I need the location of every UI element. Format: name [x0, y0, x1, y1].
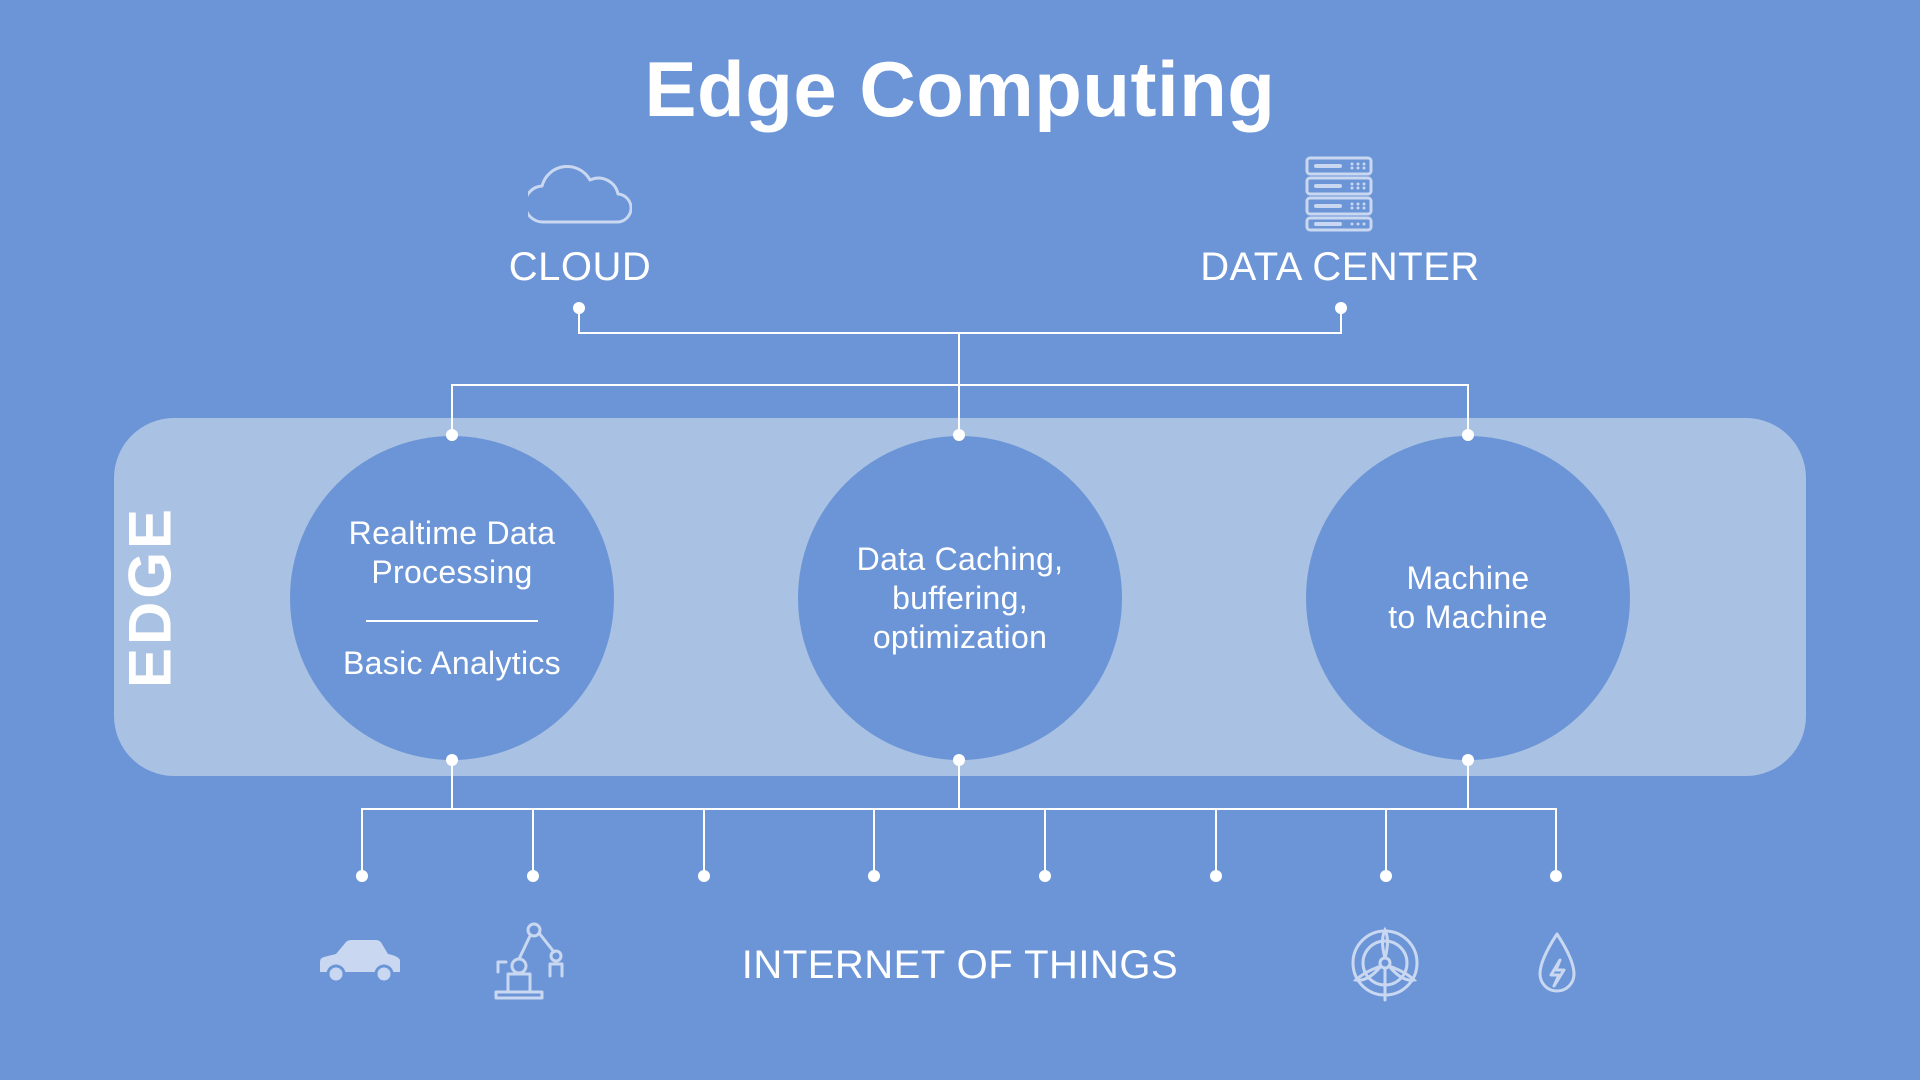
edge-top-dot-2	[953, 429, 965, 441]
device-drops	[532, 809, 1387, 876]
function-divider	[366, 619, 538, 622]
device-dot-7	[1380, 870, 1392, 882]
function-data-caching: Data Caching, buffering, optimization	[798, 436, 1122, 760]
device-dot-4	[868, 870, 880, 882]
function-machine-to-machine: Machine to Machine	[1306, 436, 1630, 760]
edge-top-dot-3	[1462, 429, 1474, 441]
page-title: Edge Computing	[644, 45, 1276, 133]
function-realtime-processing: Realtime Data Processing Basic Analytics	[290, 436, 614, 760]
device-dot-8	[1550, 870, 1562, 882]
function-m2m-line-2: to Machine	[1388, 599, 1548, 635]
function-data-caching-line-1: Data Caching,	[856, 540, 1064, 577]
function-m2m-line-1: Machine	[1406, 560, 1530, 596]
server-rack-icon	[1305, 156, 1373, 232]
edge-bottom-dot-1	[446, 754, 458, 766]
cloud-icon	[528, 164, 632, 224]
function-basic-analytics: Basic Analytics	[343, 644, 561, 681]
water-drop-energy-icon	[1538, 932, 1576, 993]
device-dot-3	[698, 870, 710, 882]
function-data-caching-line-3: optimization	[872, 618, 1048, 655]
device-dot-5	[1039, 870, 1051, 882]
wind-turbine-icon	[1351, 926, 1419, 1002]
iot-label: INTERNET OF THINGS	[741, 943, 1179, 987]
edge-bottom-dot-3	[1462, 754, 1474, 766]
data-center-node-dot	[1335, 302, 1347, 314]
device-dot-2	[527, 870, 539, 882]
device-dot-6	[1210, 870, 1222, 882]
bottom-connector	[361, 760, 1557, 876]
function-realtime-processing-line-2: Processing	[371, 553, 533, 590]
function-data-caching-line-2: buffering,	[892, 579, 1028, 616]
data-center-label: DATA CENTER	[1200, 245, 1480, 289]
car-icon	[320, 940, 400, 984]
edge-top-dot-1	[446, 429, 458, 441]
top-connector	[451, 308, 1469, 435]
function-realtime-processing-line-1: Realtime Data	[348, 514, 556, 551]
edge-bottom-dot-2	[953, 754, 965, 766]
cloud-node-dot	[573, 302, 585, 314]
robotic-arm-icon	[494, 922, 564, 1000]
cloud-label: CLOUD	[508, 245, 652, 289]
device-dot-1	[356, 870, 368, 882]
